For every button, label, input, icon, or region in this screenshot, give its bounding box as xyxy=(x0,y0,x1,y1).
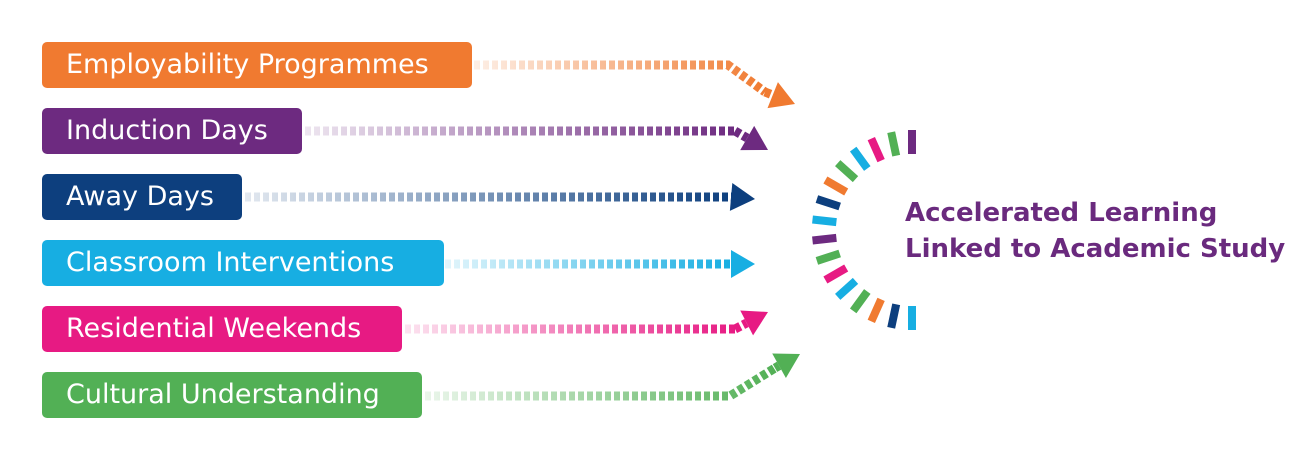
ring-tick-12 xyxy=(849,146,871,171)
input-induction-days: Induction Days xyxy=(42,108,302,154)
arrow-connector-5 xyxy=(772,361,782,372)
ring-tick-6 xyxy=(815,249,841,265)
ring-tick-13 xyxy=(867,136,885,163)
ring-tick-14 xyxy=(887,131,901,157)
arrowhead-3 xyxy=(731,250,755,278)
arrowhead-2 xyxy=(729,182,755,211)
arrowhead-1 xyxy=(740,125,768,151)
input-classroom-interventions: Classroom Interventions xyxy=(42,240,444,286)
ring-tick-10 xyxy=(823,176,849,196)
goal-line-2: Linked to Academic Study xyxy=(905,234,1286,264)
arrowhead-4 xyxy=(740,310,768,336)
ring-tick-7 xyxy=(812,233,837,245)
arrow-trail-0 xyxy=(474,60,768,96)
input-employability-programmes: Employability Programmes xyxy=(42,42,472,88)
arrow-connector-4 xyxy=(732,318,749,334)
input-cultural-understanding: Cultural Understanding xyxy=(42,372,422,418)
ring-tick-3 xyxy=(849,289,871,314)
arrow-connector-0 xyxy=(763,87,775,100)
ring-tick-2 xyxy=(867,297,885,324)
goal-line-1: Accelerated Learning xyxy=(905,198,1218,228)
arrowhead-0 xyxy=(767,82,795,109)
ring-tick-1 xyxy=(887,303,901,329)
goal-label: Accelerated Learning Linked to Academic … xyxy=(905,195,1285,267)
arrow-connector-1 xyxy=(732,127,750,142)
arrow-trail-5 xyxy=(425,364,778,401)
ring-tick-11 xyxy=(835,160,859,183)
input-away-days: Away Days xyxy=(42,174,242,220)
input-residential-weekends: Residential Weekends xyxy=(42,306,402,352)
ring-tick-8 xyxy=(812,215,837,227)
ring-tick-5 xyxy=(823,264,849,284)
ring-tick-9 xyxy=(815,195,841,211)
arrowhead-5 xyxy=(772,353,800,378)
ring-tick-4 xyxy=(835,277,859,300)
